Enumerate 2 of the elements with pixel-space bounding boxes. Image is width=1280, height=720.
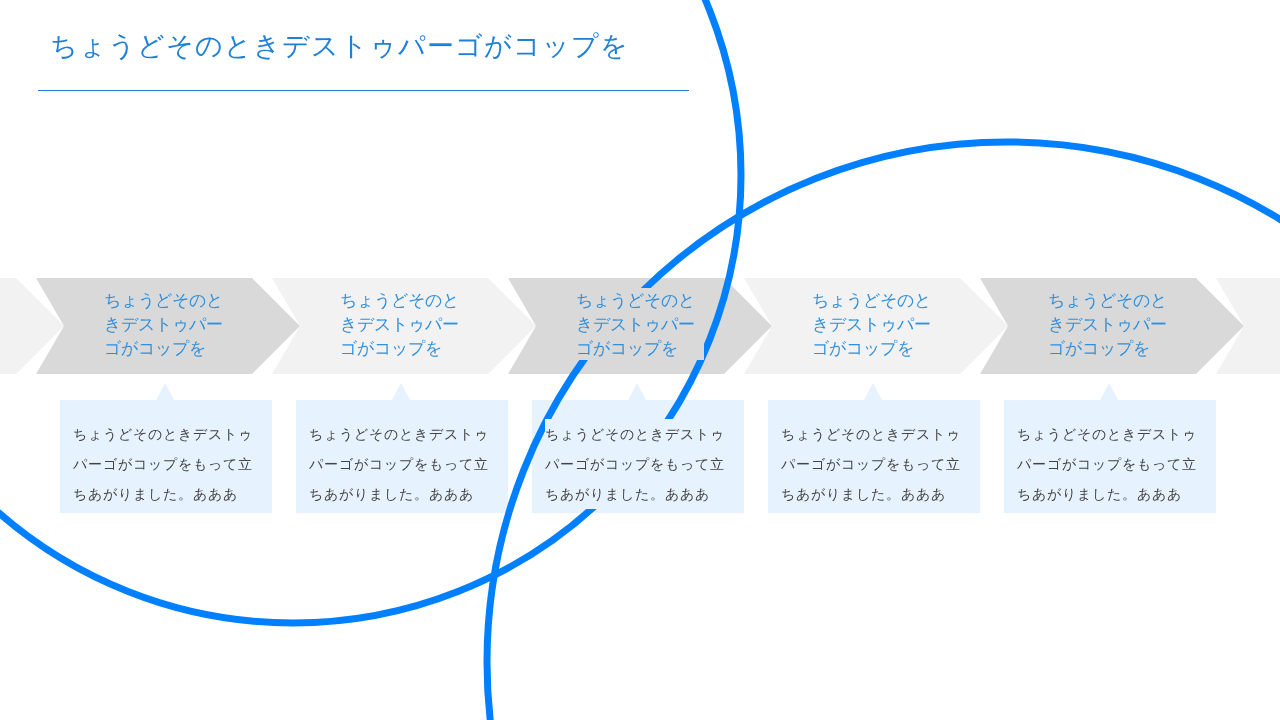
- title: ちょうどそのときデストゥパーゴがコップを: [50, 29, 629, 63]
- step-heading: ちょうどそのときデストゥパーゴがコップを: [576, 288, 704, 360]
